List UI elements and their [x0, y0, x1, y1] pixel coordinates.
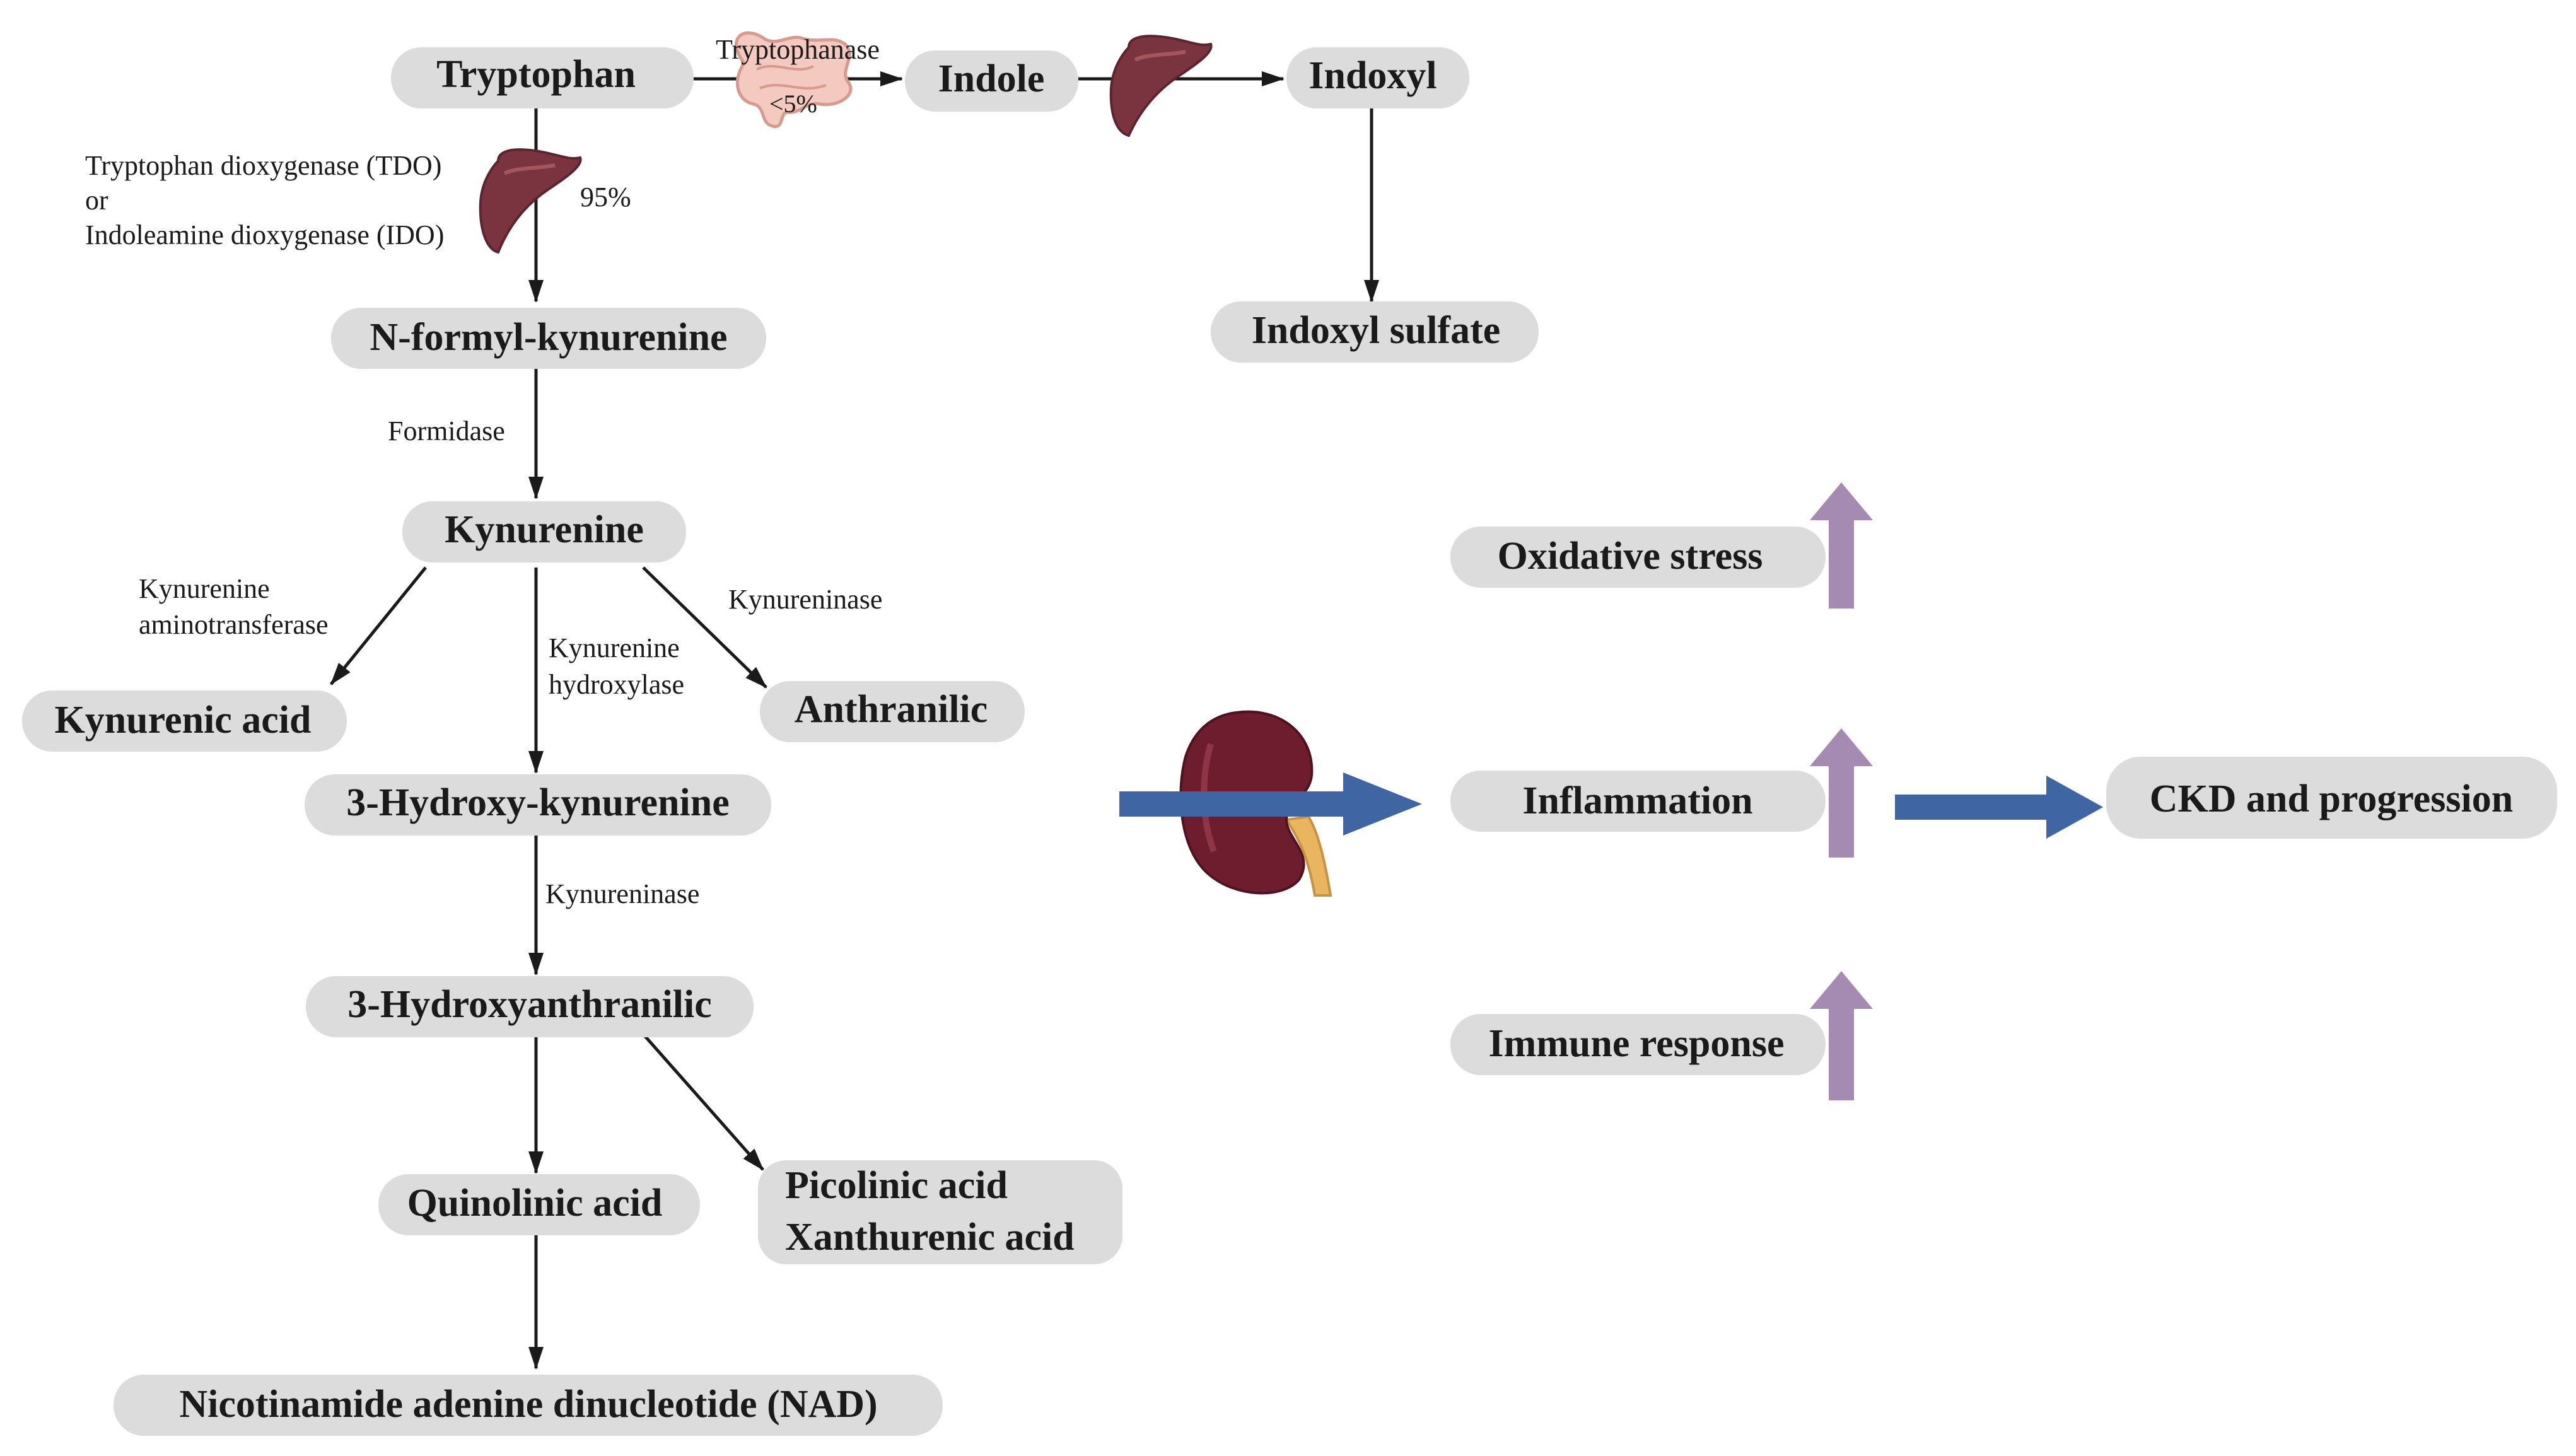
- label-95-percent: 95%: [580, 182, 631, 213]
- node-indoxyl-sulfate: Indoxyl sulfate: [1211, 301, 1539, 363]
- node-immune-response: Immune response: [1450, 1014, 1826, 1075]
- node-label: Anthranilic: [795, 688, 988, 731]
- node-3-hydroxyanthranilic: 3-Hydroxyanthranilic: [306, 976, 754, 1037]
- node-label: Nicotinamide adenine dinucleotide (NAD): [179, 1383, 877, 1426]
- node-tryptophan: Tryptophan: [391, 47, 694, 108]
- node-label: Quinolinic acid: [407, 1182, 663, 1225]
- node-label: Indole: [938, 57, 1045, 100]
- node-label: Tryptophan: [436, 53, 636, 96]
- node-label-xanthurenic: Xanthurenic acid: [785, 1216, 1075, 1259]
- label-kat-line2: aminotransferase: [139, 609, 329, 640]
- label-formidase: Formidase: [388, 416, 505, 446]
- node-label: Indoxyl sulfate: [1252, 309, 1500, 352]
- node-label: Immune response: [1488, 1022, 1784, 1065]
- node-kynurenine: Kynurenine: [402, 501, 686, 562]
- purple-up-arrow-immune: [1810, 971, 1873, 1100]
- enzyme-labels: Tryptophanase <5% Tryptophan dioxygenase…: [85, 34, 882, 909]
- intestine-icon: [735, 31, 853, 129]
- node-anthranilic: Anthranilic: [760, 681, 1025, 742]
- node-oxidative-stress: Oxidative stress: [1450, 527, 1826, 588]
- node-kynurenic-acid: Kynurenic acid: [22, 690, 347, 752]
- arrow-kynurenine-anthranilic: [642, 566, 767, 689]
- node-quinolinic-acid: Quinolinic acid: [378, 1174, 700, 1235]
- node-label: Kynurenine: [445, 508, 644, 551]
- purple-up-arrow-inflammation: [1810, 728, 1873, 858]
- node-label: Inflammation: [1522, 779, 1752, 822]
- label-tryptophanase: Tryptophanase: [716, 34, 880, 65]
- arrow-kynurenine-kynurenic: [330, 566, 427, 685]
- label-kynureninase-2: Kynureninase: [545, 878, 699, 909]
- purple-up-arrow-oxidative: [1810, 482, 1873, 609]
- label-ido: Indoleamine dioxygenase (IDO): [85, 219, 444, 250]
- node-label-picolinic: Picolinic acid: [785, 1164, 1008, 1207]
- node-nad: Nicotinamide adenine dinucleotide (NAD): [114, 1375, 943, 1436]
- node-label: Oxidative stress: [1498, 535, 1763, 578]
- label-kynureninase-1: Kynureninase: [728, 584, 882, 615]
- label-tdo: Tryptophan dioxygenase (TDO): [85, 150, 441, 181]
- node-label: 3-Hydroxy-kynurenine: [346, 781, 729, 824]
- node-picolinic-xanthurenic: Picolinic acid Xanthurenic acid: [758, 1160, 1122, 1264]
- liver-icon: [479, 148, 582, 254]
- node-label: Kynurenic acid: [54, 699, 311, 742]
- node-ckd-progression: CKD and progression: [2106, 757, 2557, 839]
- arrow-hydroxyanthranilic-picolinic: [642, 1033, 764, 1171]
- node-n-formyl-kynurenine: N-formyl-kynurenine: [331, 308, 766, 369]
- blue-arrow-kidney-outcomes: [1119, 772, 1422, 836]
- node-label: N-formyl-kynurenine: [370, 316, 727, 359]
- node-inflammation: Inflammation: [1450, 771, 1826, 832]
- node-label: 3-Hydroxyanthranilic: [347, 983, 712, 1026]
- blue-arrow-ckd: [1895, 776, 2103, 839]
- node-3-hydroxy-kynurenine: 3-Hydroxy-kynurenine: [305, 774, 771, 836]
- node-label: CKD and progression: [2150, 778, 2514, 820]
- label-kh-line2: hydroxylase: [549, 669, 684, 700]
- label-less-than-5-percent: <5%: [769, 90, 817, 118]
- node-label: Indoxyl: [1308, 54, 1437, 97]
- label-kh-line1: Kynurenine: [549, 632, 680, 663]
- label-kat-line1: Kynurenine: [139, 573, 270, 604]
- node-indoxyl: Indoxyl: [1286, 47, 1469, 108]
- label-or: or: [85, 185, 108, 216]
- node-indole: Indole: [905, 50, 1078, 112]
- liver-icon: [1109, 35, 1213, 137]
